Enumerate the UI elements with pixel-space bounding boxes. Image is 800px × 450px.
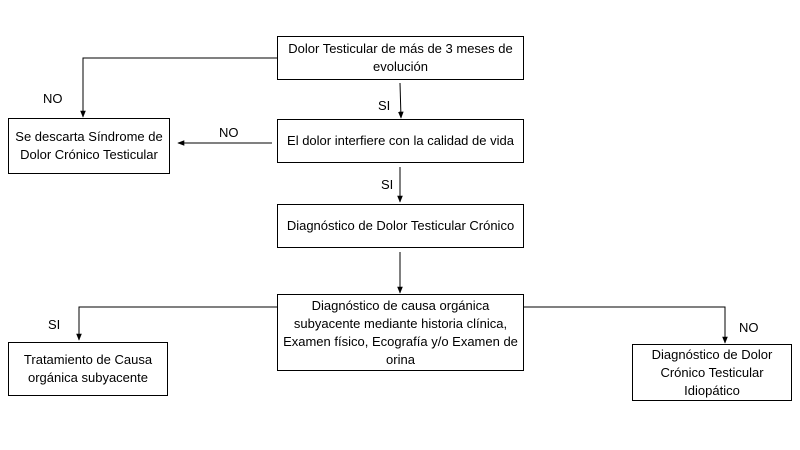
- node-pain-duration-text: Dolor Testicular de más de 3 meses de ev…: [288, 41, 513, 74]
- edge-label-si-duration: SI: [378, 98, 391, 113]
- edge-label-no-quality: NO: [219, 125, 239, 140]
- node-chronic-diagnosis: Diagnóstico de Dolor Testicular Crónico: [277, 204, 524, 248]
- node-treat-organic: Tratamiento de Causa orgánica subyacente: [8, 342, 168, 396]
- node-organic-cause: Diagnóstico de causa orgánica subyacente…: [277, 294, 524, 371]
- edge-organic-to-idiopathic: [524, 306, 728, 344]
- node-organic-cause-text: Diagnóstico de causa orgánica subyacente…: [283, 297, 518, 367]
- node-pain-duration: Dolor Testicular de más de 3 meses de ev…: [277, 36, 524, 80]
- edge-label-si-quality: SI: [381, 177, 394, 192]
- node-discard-syndrome: Se descarta Síndrome de Dolor Crónico Te…: [8, 118, 170, 174]
- node-quality-of-life-text: El dolor interfiere con la calidad de vi…: [287, 133, 514, 148]
- node-treat-organic-text: Tratamiento de Causa orgánica subyacente: [23, 352, 153, 385]
- edge-duration-to-quality: [398, 82, 404, 119]
- edge-label-si-organic: SI: [48, 317, 61, 332]
- node-idiopathic: Diagnóstico de Dolor Crónico Testicular …: [632, 344, 792, 401]
- edge-duration-to-discard: [80, 57, 277, 118]
- edge-label-no-duration: NO: [43, 91, 63, 106]
- node-idiopathic-text: Diagnóstico de Dolor Crónico Testicular …: [651, 346, 773, 398]
- edge-organic-to-treat: [76, 306, 277, 341]
- edge-label-no-organic: NO: [739, 320, 759, 335]
- node-discard-syndrome-text: Se descarta Síndrome de Dolor Crónico Te…: [15, 129, 163, 162]
- node-chronic-diagnosis-text: Diagnóstico de Dolor Testicular Crónico: [286, 218, 515, 233]
- node-quality-of-life: El dolor interfiere con la calidad de vi…: [277, 119, 524, 163]
